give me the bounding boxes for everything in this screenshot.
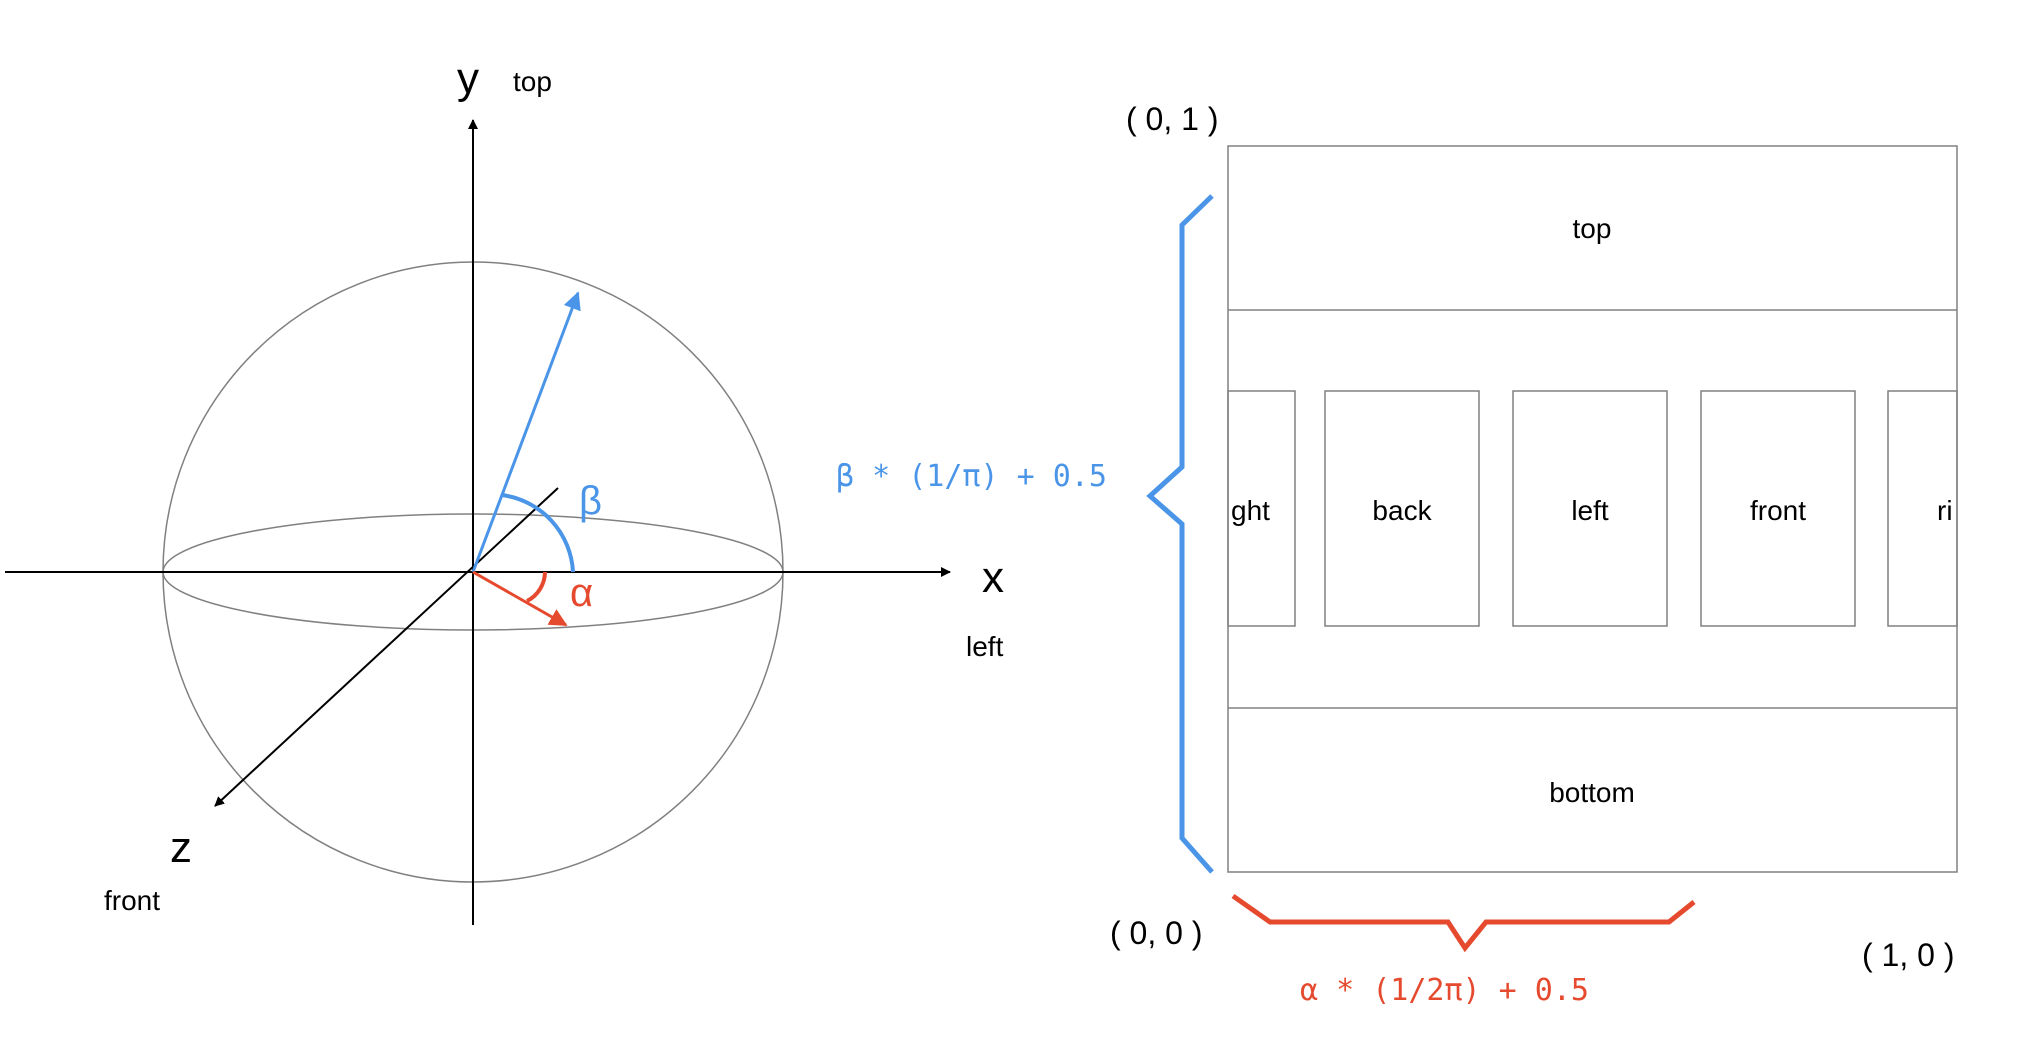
- beta-label: β: [579, 479, 602, 523]
- face-cell-right-part: [1227, 390, 1296, 627]
- alpha-vector: [472, 570, 568, 627]
- cell-label-top: top: [1573, 213, 1612, 244]
- corner-label-top-left: ( 0, 1 ): [1126, 101, 1218, 137]
- corner-label-bottom-right: ( 1, 0 ): [1862, 937, 1954, 973]
- cell-label-right-wrap: ri: [1937, 495, 1953, 526]
- y-axis-label: y: [457, 54, 479, 103]
- cell-label-bottom: bottom: [1549, 777, 1635, 808]
- z-axis-name: front: [104, 885, 160, 916]
- beta-arc: [501, 493, 575, 573]
- v-brace: [1146, 194, 1214, 874]
- face-cell-left: [1512, 390, 1668, 627]
- z-axis-label: z: [170, 823, 192, 872]
- cell-label-left: left: [1571, 495, 1609, 526]
- x-axis-name: left: [966, 631, 1004, 662]
- cell-label-right-part: ght: [1231, 495, 1270, 526]
- x-axis-label: x: [982, 553, 1004, 602]
- beta-vector: [471, 291, 581, 573]
- face-cell-back: [1324, 390, 1480, 627]
- u-formula: α * (1/2π) + 0.5: [1300, 973, 1589, 1008]
- face-cell-front: [1700, 390, 1856, 627]
- y-axis-name: top: [513, 66, 552, 97]
- face-cell-right-wrap: [1887, 390, 1958, 627]
- cell-label-back: back: [1372, 495, 1432, 526]
- alpha-label: α: [570, 571, 593, 615]
- z-axis-line: [214, 487, 559, 807]
- uv-map: top ght back left front ri bottom ( 0, 1…: [836, 101, 1958, 1008]
- sphere-figure: y top x left z front β α: [5, 54, 1004, 925]
- alpha-arc: [526, 571, 547, 603]
- corner-label-bottom-left: ( 0, 0 ): [1110, 915, 1202, 951]
- cell-label-front: front: [1750, 495, 1806, 526]
- u-brace: [1231, 893, 1696, 953]
- v-formula: β * (1/π) + 0.5: [836, 459, 1107, 494]
